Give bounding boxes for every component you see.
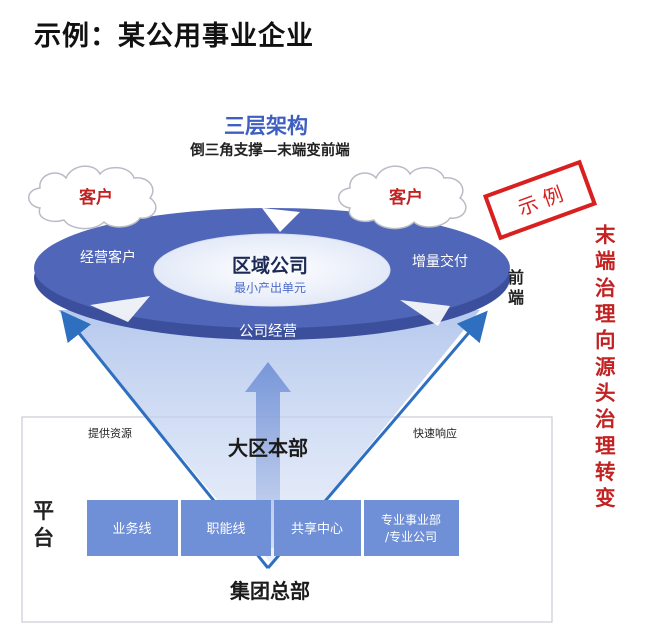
center-subtitle: 最小产出单元: [234, 281, 306, 295]
unit-label-line: /专业公司: [385, 529, 437, 544]
unit-box-4: 专业事业部/专业公司: [364, 500, 459, 556]
regional-hq-label: 大区本部: [228, 436, 308, 460]
page-title: 示例：某公用事业企业: [34, 21, 314, 52]
center-title: 区域公司: [232, 254, 308, 277]
left-arrow-label: 提供资源: [88, 426, 132, 440]
cloud-left-icon: [28, 165, 157, 230]
side-note: 末端治理向源头治理转变: [595, 223, 616, 511]
right-arrow-label: 快速响应: [413, 426, 457, 440]
unit-label: 职能线: [206, 522, 245, 537]
cloud-left-label: 客户: [78, 187, 113, 208]
platform-label: 平台: [33, 499, 54, 551]
unit-box-2: 职能线: [181, 500, 271, 556]
ring-gap-left: [90, 296, 150, 322]
cloud-right-label: 客户: [388, 187, 423, 208]
ring-left-label: 经营客户: [80, 249, 136, 266]
unit-label-multiline: 专业事业部/专业公司: [381, 512, 441, 544]
unit-box-3: 共享中心: [274, 500, 361, 556]
group-hq-label: 集团总部: [229, 579, 310, 603]
cloud-right-icon: [338, 165, 467, 230]
ring-gap-top: [262, 208, 300, 232]
ring-bottom-label: 公司经营: [239, 323, 297, 340]
center-ellipse: [153, 233, 391, 307]
ring-gap-right: [400, 300, 450, 326]
sample-stamp: 示 例: [482, 159, 598, 241]
architecture-title: 三层架构: [224, 114, 308, 138]
unit-label-line: 专业事业部: [381, 512, 441, 527]
unit-box-1: 业务线: [87, 500, 178, 556]
ring-right-label: 增量交付: [412, 253, 468, 270]
front-label: 前端: [508, 268, 525, 307]
unit-label: 共享中心: [291, 521, 343, 537]
unit-label: 业务线: [112, 521, 151, 537]
architecture-subtitle: 倒三角支撑—末端变前端: [190, 143, 350, 159]
